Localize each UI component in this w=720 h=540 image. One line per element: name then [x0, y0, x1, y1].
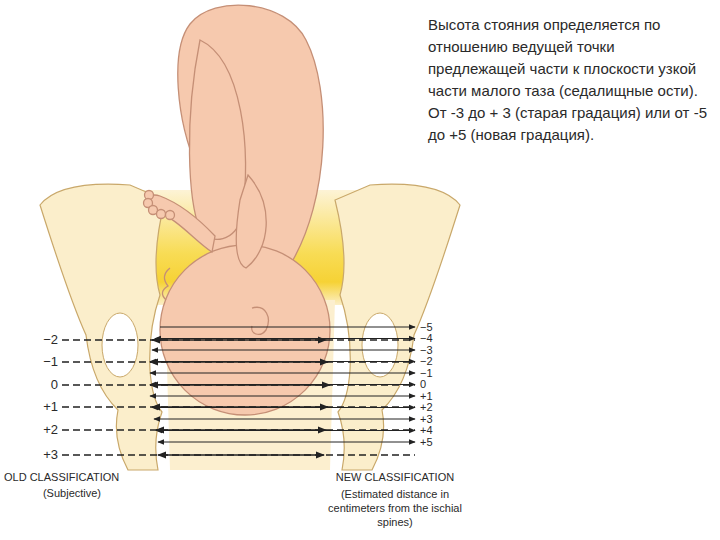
hip-bone-left [40, 184, 165, 470]
scale-subtitle: (Estimated distance in centimeters from … [320, 487, 470, 529]
scale-subtitle: (Subjective) [43, 487, 101, 500]
new-station-number: 0 [420, 378, 426, 391]
old-station-number: +3 [43, 447, 58, 463]
fetus [144, 5, 331, 415]
old-station-number: −1 [43, 354, 58, 370]
new-station-number: +2 [420, 401, 433, 414]
new-station-number: +3 [420, 413, 433, 426]
new-station-number: −4 [420, 332, 433, 345]
new-station-number: −2 [420, 355, 433, 368]
old-station-number: +1 [43, 399, 58, 415]
new-levels [150, 327, 415, 442]
new-station-number: +4 [420, 424, 433, 437]
scale-title: NEW CLASSIFICATION [336, 471, 454, 484]
new-station-number: −1 [420, 367, 433, 380]
new-station-number: +1 [420, 390, 433, 403]
scale-title: OLD CLASSIFICATION [4, 471, 119, 484]
old-station-number: 0 [51, 377, 58, 393]
old-levels [62, 340, 415, 455]
new-station-number: −3 [420, 344, 433, 357]
new-station-number: +5 [420, 436, 433, 449]
old-station-number: −2 [43, 332, 58, 348]
old-station-number: +2 [43, 422, 58, 438]
note-text: Высота стояния определяется по отношению… [428, 14, 710, 146]
new-station-number: −5 [420, 321, 433, 334]
